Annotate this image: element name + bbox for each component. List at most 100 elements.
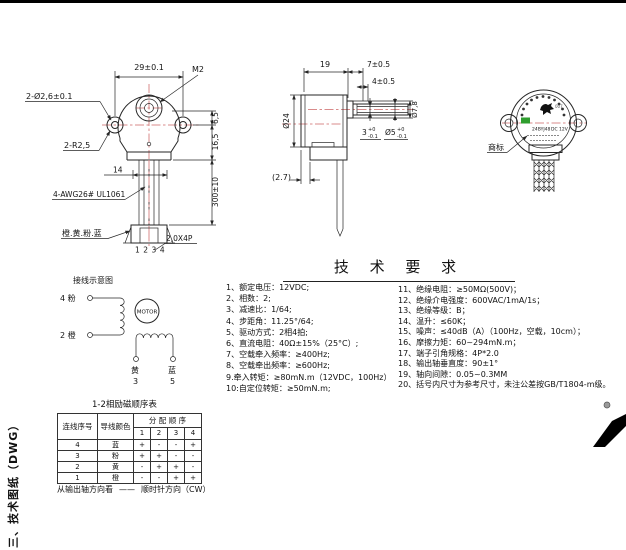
nameplate-ring-text [520,95,566,117]
svg-text:300±10: 300±10 [211,177,220,207]
corner-ink-mark [593,414,626,447]
tech-requirements-right-list: 11、绝缘电阻：≥50MΩ(500V)； 12、绝缘介电强度：600VAC/1m… [398,285,611,391]
tech-item: 10:自定位转矩：≥50mN.m; [226,383,331,393]
shaft [352,103,409,116]
coil-b [135,333,174,339]
svg-text:19: 19 [320,60,330,69]
seq-step-header: 4 [184,427,202,440]
tech-item: 20、括号内尺寸为参考尺寸，未注公差按GB/T1804-m级。 [398,380,611,390]
svg-text:2,0X4P: 2,0X4P [166,234,193,243]
right-mounting-ear [174,116,192,134]
tech-item: 2、相数：2; [226,294,271,304]
dim-flat-length: 4±0.5 [356,77,395,101]
svg-text:MOTOR: MOTOR [137,310,158,316]
dim-shaft-length: 7±0.5 [347,60,390,101]
dim-screw: M2 [159,65,204,103]
tech-item: 9.牵入转矩：≥80mN.m（12VDC，100Hz） [226,372,392,382]
shaft-boss-circle [135,94,163,122]
rear-body-circle [510,89,577,157]
svg-text:Ø5: Ø5 [385,128,396,137]
dim-flat-width: 3 +0 -0.1 [360,98,381,140]
svg-text:6,5: 6,5 [211,112,220,124]
right-mounting-hole [179,121,187,129]
svg-text:7±0.5: 7±0.5 [367,60,390,69]
nameplate-logo [540,103,554,115]
lead-wires [138,160,160,225]
connector [123,224,175,244]
nameplate-serial: 007 [555,104,563,109]
svg-text:2-Ø2,6±0.1: 2-Ø2,6±0.1 [26,91,72,101]
tech-item: 1、额定电压：12VDC; [226,283,310,292]
nameplate-model: 24BYJ48 [532,127,551,133]
tech-item: 6、直流电阻：40Ω±15%（25°C）; [226,339,359,349]
tech-item: 7、空载牵入频率：≥400Hz; [226,350,330,360]
tech-item: 5、驱动方式：2相4拍; [226,327,308,337]
rear-lead-wires [533,160,555,192]
tech-item: 18、输出轴垂直度：90±1° [398,359,499,369]
col-header-sequence: 分 配 顺 序 [133,413,202,428]
tech-item: 19、轴向间隙：0.05~0.3MM [398,369,508,379]
nameplate [516,93,571,149]
coil-a [119,297,125,336]
tech-requirements-title: 技 术 要 求 [283,256,515,282]
seq-step-header: 2 [150,427,168,440]
svg-text:-0.1: -0.1 [368,134,378,140]
terminal-5-color: 蓝 [168,365,176,375]
rotation-note-left: 从输出轴方向看 [57,485,113,494]
section-side-label: 三、技术图纸（DWG） [7,418,20,548]
tech-item: 8、空载牵出频率：≥600Hz; [226,361,330,371]
pin-numbers: 1234 [135,246,168,255]
svg-text:+0: +0 [368,127,375,133]
tech-item: 14、温升：≤60K； [398,316,471,326]
dim-mounting-holes: 2-Ø2,6±0.1 [25,91,112,121]
terminal-5 [170,356,176,362]
side-body [300,94,348,148]
rear-view: 007 24BYJ48 DC 12V 商标 [487,89,587,192]
table-row: 4 蓝 + - - + [57,439,202,451]
seq-step-header: 1 [133,427,151,440]
dim-block-width: 14 [104,166,168,179]
dim-shaft-dia: Ø5 +0 -0.1 [384,98,408,140]
wire-colors-callout: 橙.黄.粉.蓝 [61,228,131,239]
top-border [0,0,626,3]
terminal-2 [87,332,93,338]
svg-text:-0.1: -0.1 [397,134,407,140]
table-row: 3 粉 + + - - [57,450,202,462]
terminal-3-color: 黄 [131,365,139,375]
svg-text:Ø7,8: Ø7,8 [411,101,419,118]
motor-symbol [134,298,160,324]
dim-step: (2.7) [272,150,320,184]
svg-text:Ø24: Ø24 [282,113,291,129]
tech-item: 11、绝缘电阻：≥50MΩ(500V)； [398,285,522,294]
tech-item: 3、减速比：1/64; [226,305,292,315]
tech-item: 12、绝缘介电强度：600VAC/1mA/1s； [398,295,545,305]
terminal-5-number: 5 [170,377,175,386]
terminal-4 [87,295,93,301]
tech-item: 17、端子引角规格：4P*2.0 [398,348,499,358]
rotation-note: 从输出轴方向看——顺时针方向（CW） [57,484,217,495]
svg-text:14: 14 [113,166,123,175]
dim-body-dia: Ø24 [282,94,301,148]
dim-depth: 19 [303,60,349,98]
wiring-diagram: 接线示意图 4 粉 2 橙 MOTOR 黄 3 蓝 5 [60,275,176,386]
tech-item: 16、摩擦力矩：60~294mN.m； [398,337,521,347]
trademark-callout: 商标 [487,135,528,153]
col-header-wire-number: 连线序号 [57,413,98,440]
svg-text:+0: +0 [397,127,404,133]
col-header-wire-color: 导线颜色 [97,413,134,440]
svg-text:4-AWG26# UL1061: 4-AWG26# UL1061 [53,190,125,199]
tech-item: 13、绝缘等级：B； [398,306,470,316]
terminal-3-number: 3 [133,377,138,386]
svg-text:2-R2,5: 2-R2,5 [64,141,90,150]
motor-body-outline [117,95,181,139]
svg-text:橙.黄.粉.蓝: 橙.黄.粉.蓝 [62,228,102,238]
dim-width: 29±0.1 [114,63,184,116]
rivet-dot [146,141,152,147]
front-view: 1234 29±0.1 M2 2-Ø2,6±0.1 2-R2,5 [25,63,220,255]
table-row: 2 黄 - + + - [57,461,202,473]
tech-item: 4、步距角：11.25°/64; [226,316,314,326]
side-terminal-block [309,146,348,161]
rear-right-ear [569,114,587,132]
